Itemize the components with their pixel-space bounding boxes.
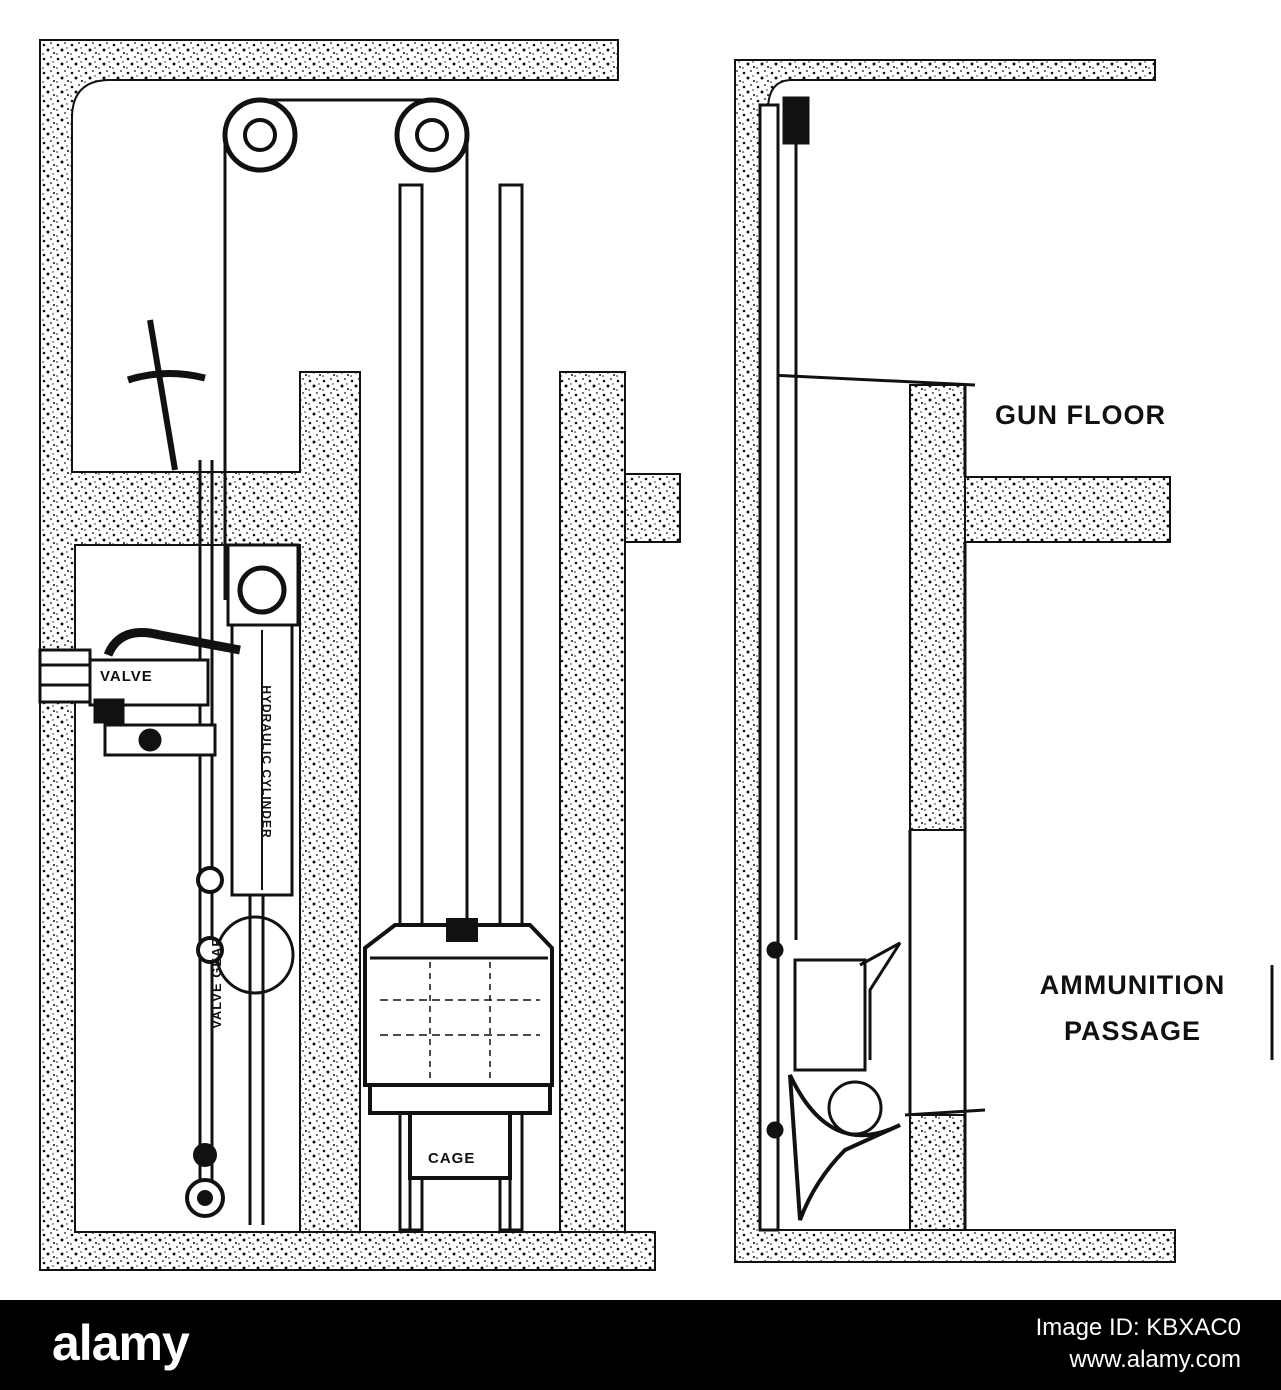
watermark-url: www.alamy.com (1069, 1346, 1241, 1373)
ammunition-cage (363, 918, 554, 1232)
shell-tray (788, 941, 902, 1221)
left-floor-slab-right (624, 473, 681, 543)
left-divider-pillar (559, 371, 626, 1233)
right-outer-shell (734, 59, 1176, 1263)
ammunition-passage-label: AMMUNITION PASSAGE (1010, 962, 1255, 1054)
right-hoist-rail (758, 96, 810, 1232)
stock-footer: alamy Image ID: KBXAC0 www.alamy.com (0, 1300, 1281, 1390)
ammunition-label: AMMUNITION (1039, 970, 1226, 1000)
left-outer-shell (39, 39, 656, 1271)
alamy-logo: alamy (52, 1315, 190, 1371)
valve-assembly (38, 628, 241, 757)
right-concrete-walls (734, 59, 1176, 1263)
valve-label: VALVE (100, 668, 153, 685)
right-pillar-upper (909, 384, 966, 831)
passage-label: PASSAGE (1063, 1016, 1202, 1046)
right-pillar-lower (909, 1114, 966, 1231)
control-lever (126, 319, 206, 471)
cage-label: CAGE (428, 1150, 476, 1167)
counterweight (185, 866, 225, 1218)
valve-gear-label: VALVE GEAR (208, 936, 224, 1029)
left-concrete-walls (39, 39, 681, 1271)
right-floor-slab (964, 476, 1171, 543)
ammunition-hoist-diagram (38, 39, 1274, 1271)
pulley-right (394, 97, 470, 173)
hydraulic-cylinder (215, 543, 300, 995)
gun-floor-line (769, 373, 1274, 1230)
hydraulic-cylinder-label: HYDRAULIC CYLINDER (259, 685, 274, 839)
watermark-info: Image ID: KBXAC0 www.alamy.com (1036, 1312, 1241, 1376)
image-id: Image ID: KBXAC0 (1035, 1314, 1241, 1341)
hoist-cable (223, 98, 469, 925)
gun-floor-label: GUN FLOOR (995, 400, 1166, 430)
pulley-left (222, 97, 298, 173)
